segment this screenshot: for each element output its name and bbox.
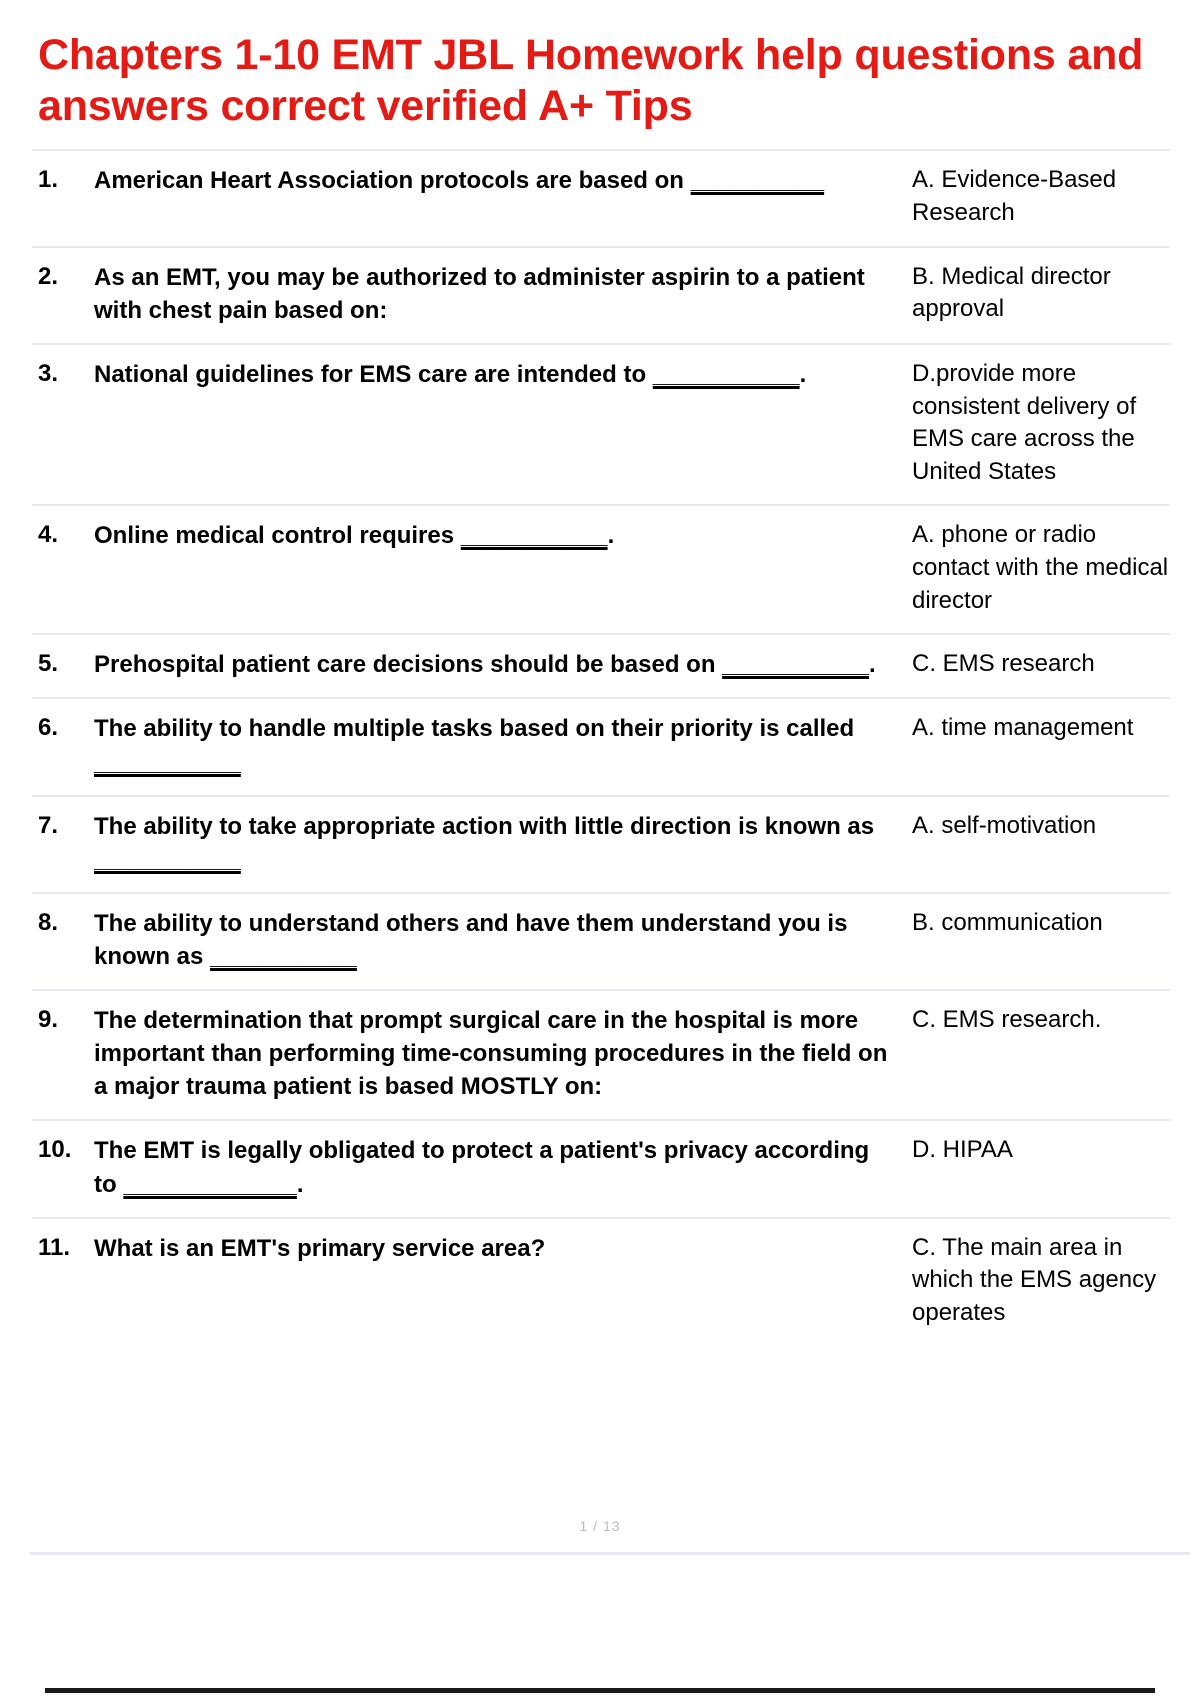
answer-text: C. EMS research: [912, 650, 1095, 678]
question-number: 1.: [38, 166, 59, 194]
question-number: 4.: [38, 521, 59, 549]
question-tail: .: [296, 1170, 304, 1198]
question-number: 3.: [38, 359, 59, 387]
table-row: 3. National guidelines for EMS care are i…: [32, 343, 1170, 506]
question-stem: The EMT is legally obligated to protect …: [94, 1137, 870, 1198]
question-number: 5.: [38, 650, 59, 678]
question-tail: .: [868, 651, 876, 679]
question-number: 8.: [38, 908, 59, 936]
question-stem: Online medical control requires: [94, 522, 461, 550]
table-row: 7. The ability to take appropriate action…: [32, 795, 1170, 893]
question-tail: .: [799, 360, 807, 388]
question-tail: .: [607, 522, 615, 550]
question-text: Online medical control requires ________…: [94, 505, 902, 634]
table-row: 4. Online medical control requires ______…: [32, 505, 1170, 634]
question-number: 2.: [38, 262, 59, 290]
table-row: 9. The determination that prompt surgical…: [32, 990, 1170, 1120]
table-row: 6. The ability to handle multiple tasks b…: [32, 698, 1170, 795]
answer-text: C. EMS research.: [912, 1006, 1102, 1034]
table-row: 11. What is an EMT's primary service area…: [32, 1217, 1170, 1346]
answer-text: C. The main area in which the EMS agency…: [912, 1233, 1157, 1326]
answer-text: D.provide more consistent delivery of EM…: [912, 359, 1137, 485]
question-stem: Prehospital patient care decisions shoul…: [94, 651, 723, 679]
question-text: Prehospital patient care decisions shoul…: [94, 634, 902, 698]
question-text: The ability to handle multiple tasks bas…: [94, 698, 902, 795]
question-stem: The determination that prompt surgical c…: [94, 1007, 888, 1101]
page-indicator: 1 / 13: [579, 1518, 621, 1534]
question-stem: The ability to take appropriate action w…: [94, 812, 875, 840]
qa-table-body: 1. American Heart Association protocols a…: [32, 150, 1170, 1345]
table-row: 1. American Heart Association protocols a…: [32, 150, 1170, 246]
fill-in-blank: __________: [690, 167, 825, 195]
question-stem: National guidelines for EMS care are int…: [94, 360, 653, 388]
question-stem: The ability to understand others and hav…: [94, 909, 848, 970]
answer-text: A. Evidence-Based Research: [912, 166, 1117, 227]
page-title: Chapters 1-10 EMT JBL Homework help ques…: [38, 31, 1144, 130]
answer-text: B. Medical director approval: [912, 262, 1111, 323]
answer-text: A. time management: [912, 714, 1134, 742]
fill-in-blank: ___________: [460, 522, 608, 550]
question-number: 11.: [38, 1233, 71, 1261]
fill-in-blank: _____________: [123, 1170, 297, 1198]
question-text: The ability to understand others and hav…: [94, 893, 902, 990]
question-text: As an EMT, you may be authorized to admi…: [94, 247, 902, 344]
table-row: 8. The ability to understand others and h…: [32, 892, 1170, 990]
question-number: 10.: [38, 1136, 72, 1164]
question-number: 9.: [38, 1006, 59, 1034]
question-stem: As an EMT, you may be authorized to admi…: [94, 263, 865, 324]
answer-text: D. HIPAA: [912, 1136, 1013, 1164]
qa-table: 1. American Heart Association protocols a…: [32, 149, 1170, 1345]
table-row: 5. Prehospital patient care decisions sho…: [32, 634, 1170, 698]
question-text: What is an EMT's primary service area?: [94, 1218, 902, 1346]
bottom-bar: [45, 1688, 1155, 1693]
question-text: The EMT is legally obligated to protect …: [94, 1120, 902, 1217]
table-row: 2. As an EMT, you may be authorized to ad…: [32, 246, 1170, 344]
question-text: National guidelines for EMS care are int…: [94, 344, 902, 506]
question-text: American Heart Association protocols are…: [94, 150, 902, 246]
fill-in-blank: ___________: [94, 845, 241, 873]
question-stem: American Heart Association protocols are…: [94, 167, 691, 195]
question-text: The ability to take appropriate action w…: [94, 796, 902, 893]
answer-text: A. self-motivation: [912, 811, 1097, 839]
fill-in-blank: ___________: [652, 360, 800, 388]
footer-divider: [30, 1552, 1190, 1555]
question-number: 6.: [38, 714, 59, 742]
fill-in-blank: ___________: [210, 942, 357, 970]
fill-in-blank: ___________: [94, 748, 241, 776]
question-stem: The ability to handle multiple tasks bas…: [94, 715, 855, 743]
answer-text: B. communication: [912, 908, 1103, 936]
question-number: 7.: [38, 811, 59, 839]
table-row: 10. The EMT is legally obligated to prote…: [32, 1120, 1170, 1217]
answer-text: A. phone or radio contact with the medic…: [912, 521, 1169, 614]
fill-in-blank: ___________: [722, 651, 869, 679]
question-stem: What is an EMT's primary service area?: [94, 1234, 546, 1262]
question-text: The determination that prompt surgical c…: [94, 990, 902, 1120]
